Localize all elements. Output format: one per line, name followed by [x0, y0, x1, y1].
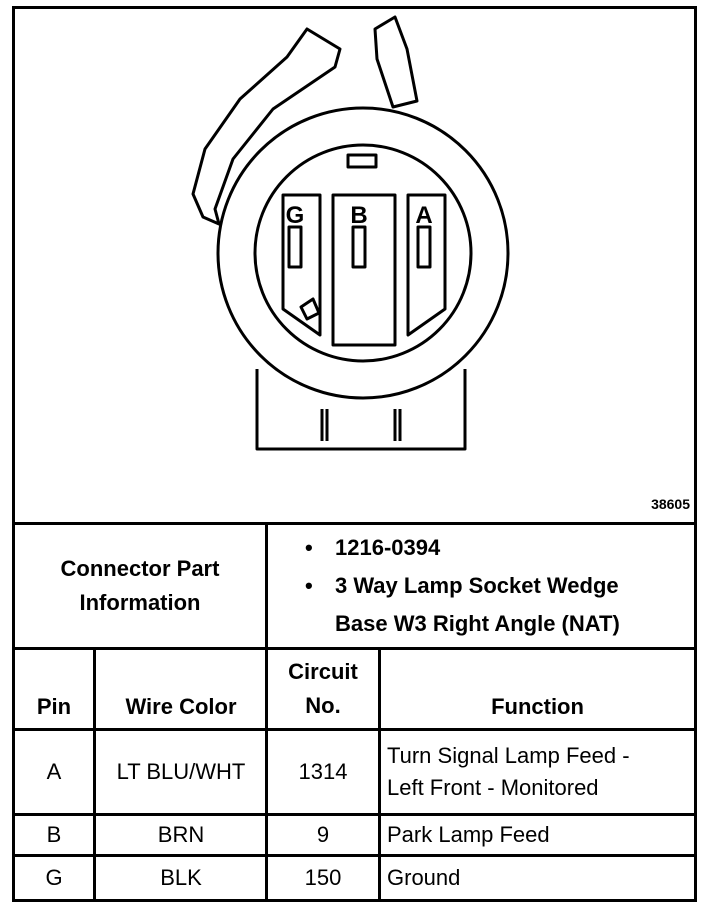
info-label-line2: Information	[79, 590, 201, 615]
row-g-wire-color: BLK	[160, 865, 202, 890]
connector-info-list: • 1216-0394 • 3 Way Lamp Socket Wedge Ba…	[305, 529, 620, 643]
body-base	[255, 369, 467, 451]
cavity-g	[281, 193, 322, 337]
connector-part-info-label: Connector Part Information	[15, 525, 265, 647]
row-b-wire-color: BRN	[157, 822, 205, 847]
top-tab	[373, 15, 419, 109]
row-b-pin: B	[46, 822, 62, 847]
outer-ring	[216, 106, 510, 400]
cavity-a	[406, 193, 447, 337]
inner-ring	[253, 143, 473, 363]
connector-description: 3 Way Lamp Socket Wedge	[335, 573, 619, 598]
pin-label-a: A	[415, 202, 432, 229]
pin-label-g: G	[286, 202, 305, 229]
connector-table: Connector Part Information • 1216-0394 •…	[15, 9, 694, 899]
row-a-function: Turn Signal Lamp Feed - Left Front - Mon…	[387, 743, 630, 800]
header-circuit: Circuit No.	[288, 659, 358, 718]
header-wire-color: Wire Color	[125, 694, 237, 719]
row-a-wire-color: LT BLU/WHT	[116, 759, 246, 784]
row-g-pin: G	[45, 865, 63, 890]
header-function: Function	[491, 694, 584, 719]
document-frame: G B A 38605 Connector Part Information •…	[12, 6, 697, 902]
info-item: • 1216-0394	[305, 529, 620, 567]
info-item: • 3 Way Lamp Socket Wedge	[305, 567, 620, 605]
info-label-line1: Connector Part	[60, 556, 220, 581]
connector-drawing: G B A	[191, 15, 510, 451]
cavity-b	[331, 193, 397, 347]
header-pin: Pin	[36, 694, 72, 719]
locking-arm	[191, 27, 342, 226]
pin-label-b: B	[350, 202, 367, 229]
info-item-continued: Base W3 Right Angle (NAT)	[305, 605, 620, 643]
connector-description-cont: Base W3 Right Angle (NAT)	[335, 611, 620, 636]
row-b-function: Park Lamp Feed	[387, 822, 550, 847]
figure-number: 38605	[651, 496, 690, 512]
row-a-circuit: 1314	[298, 759, 348, 784]
connector-diagram: G B A 38605	[15, 9, 694, 525]
row-a-pin: A	[46, 759, 62, 784]
row-g-function: Ground	[387, 865, 461, 890]
row-g-circuit: 150	[304, 865, 342, 890]
part-number: 1216-0394	[335, 535, 441, 560]
row-b-circuit: 9	[316, 822, 330, 847]
